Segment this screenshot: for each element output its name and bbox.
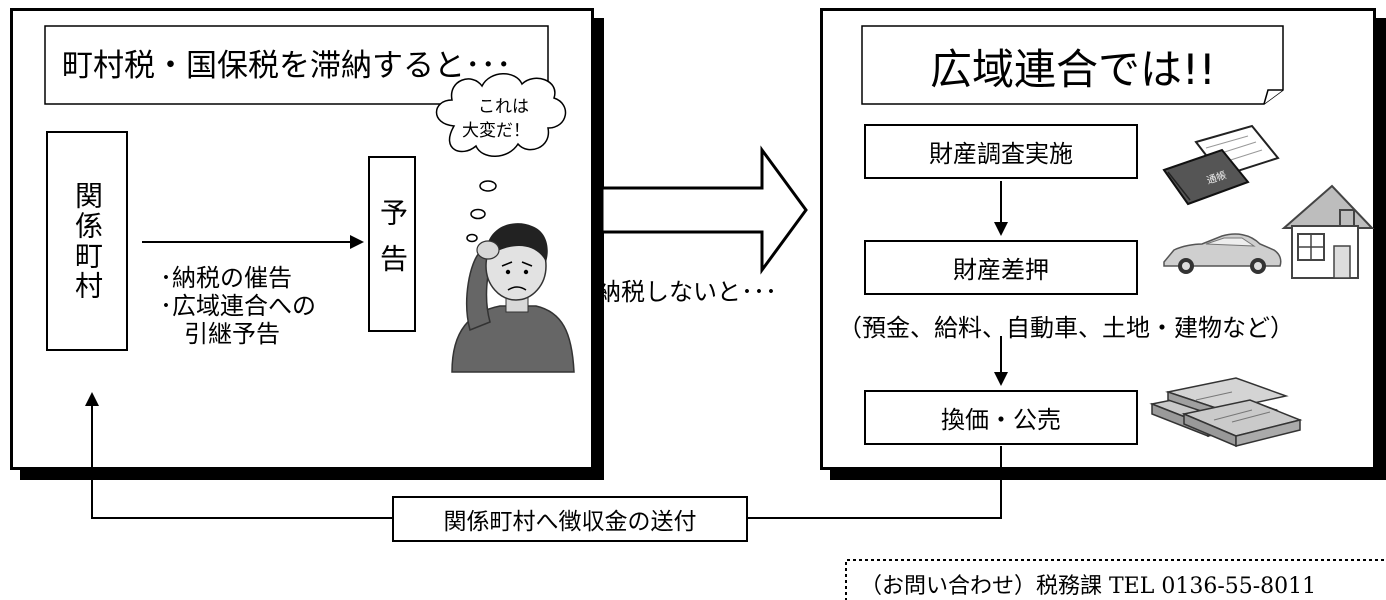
step-box: 財産調査実施 <box>864 124 1138 179</box>
remittance-label: 関係町村へ徴収金の送付 <box>443 509 697 535</box>
step-label: 財産差押 <box>953 256 1049 284</box>
advance-notice-label: 予告 <box>376 198 409 290</box>
step-box: 財産差押 <box>864 240 1138 295</box>
municipality-label: 関係町村 <box>71 181 104 301</box>
step-box: 換価・公売 <box>864 390 1138 445</box>
left-panel-title: 町村税・国保税を滞納すると･･･ <box>62 48 512 84</box>
notice-item: ･広域連合への <box>160 292 316 320</box>
thought-text-line: 大変だ！ <box>462 121 530 141</box>
contact-info: （お問い合わせ）税務課 TEL 0136-55-8011 <box>860 574 1317 599</box>
step-label: 財産調査実施 <box>929 140 1073 168</box>
arrow-caption: 納税しないと･･･ <box>597 278 777 306</box>
thought-text-line: これは <box>478 97 529 117</box>
step-label: 換価・公売 <box>941 406 1061 434</box>
advance-notice-box: 予告 <box>368 156 416 332</box>
notice-item: 引継予告 <box>160 320 280 348</box>
remittance-box: 関係町村へ徴収金の送付 <box>392 496 748 542</box>
municipality-box: 関係町村 <box>46 131 128 351</box>
seizure-examples: （預金、給料、自動車、土地・建物など） <box>838 314 1294 342</box>
right-panel-title: 広域連合では!! <box>930 45 1216 94</box>
notice-item: ･納税の催告 <box>160 264 292 292</box>
